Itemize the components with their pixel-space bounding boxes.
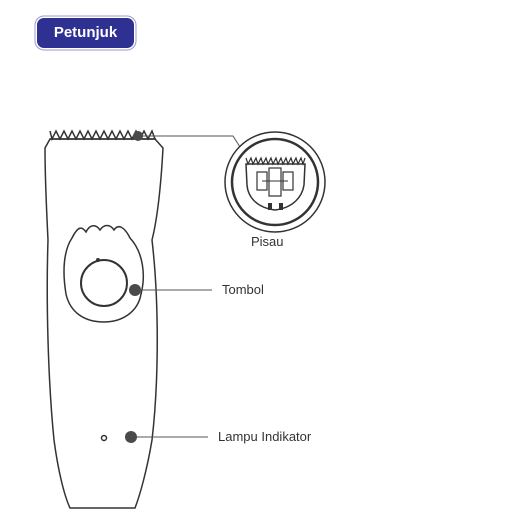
blade-detail-center	[268, 167, 282, 197]
callout-dots	[125, 131, 143, 443]
blade-detail-screw-right	[279, 203, 283, 210]
blade-callout-dot	[133, 131, 143, 141]
blade-detail-screw-left	[268, 203, 272, 210]
blade-detail-outer-ring	[224, 131, 326, 233]
hair-clipper-icon	[44, 129, 164, 509]
blade-detail-icon	[224, 131, 326, 233]
clipper-body	[44, 138, 164, 509]
blade-detail-frame	[245, 163, 306, 211]
power-button	[80, 259, 128, 307]
blade-detail-inner-ring	[230, 137, 320, 227]
button-label: Tombol	[222, 282, 264, 297]
blade-detail-teeth	[245, 156, 306, 166]
blade-callout-line	[138, 135, 241, 148]
callout-lines	[131, 135, 241, 438]
indicator-light	[100, 434, 108, 442]
button-dot-marker	[96, 258, 100, 262]
clipper-button-housing	[63, 224, 144, 323]
petunjuk-badge: Petunjuk	[37, 18, 134, 48]
indicator-label: Lampu Indikator	[218, 429, 312, 444]
blade-label: Pisau	[251, 234, 284, 249]
button-callout-dot	[129, 284, 141, 296]
indicator-callout-dot	[125, 431, 137, 443]
